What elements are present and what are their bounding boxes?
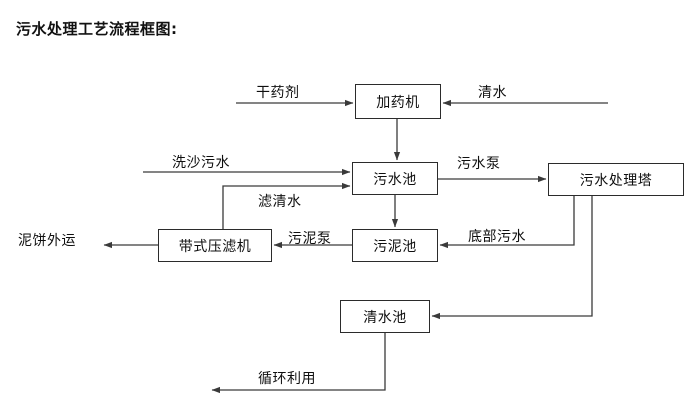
node-label-dosing-machine: 加药机 bbox=[376, 94, 420, 111]
terminal-label-mud-cake-out: 泥饼外运 bbox=[18, 233, 76, 249]
node-belt-press[interactable]: 带式压滤机 bbox=[158, 229, 272, 262]
edge-label-bottom-sewage: 底部污水 bbox=[468, 229, 526, 245]
node-sludge-pool[interactable]: 污泥池 bbox=[352, 229, 438, 262]
edge-label-sludge-pump: 污泥泵 bbox=[288, 231, 332, 247]
edge-label-dry-chemical: 干药剂 bbox=[256, 85, 300, 101]
edge-label-recycle-reuse: 循环利用 bbox=[258, 371, 316, 387]
edge-label-clean-water: 清水 bbox=[478, 85, 507, 101]
page-title: 污水处理工艺流程框图: bbox=[16, 20, 178, 38]
node-label-clear-water-pool: 清水池 bbox=[363, 309, 407, 326]
edge-tower-to-sludge-pool bbox=[439, 196, 575, 249]
edge-tower-to-clearwater-pool bbox=[431, 196, 593, 320]
edge-label-filtered-water: 滤清水 bbox=[258, 194, 302, 210]
edge-beltpress-to-sewage-pool bbox=[222, 182, 351, 229]
node-clear-water-pool[interactable]: 清水池 bbox=[340, 300, 430, 333]
node-label-treatment-tower: 污水处理塔 bbox=[579, 172, 653, 189]
edge-label-sand-wash-sewage: 洗沙污水 bbox=[172, 155, 230, 171]
edge-label-sewage-pump: 污水泵 bbox=[457, 156, 501, 172]
node-label-sewage-pool: 污水池 bbox=[373, 171, 417, 188]
edge-clearwater-to-recycle bbox=[211, 333, 386, 394]
node-label-belt-press: 带式压滤机 bbox=[178, 238, 252, 255]
node-sewage-pool[interactable]: 污水池 bbox=[352, 162, 438, 195]
node-treatment-tower[interactable]: 污水处理塔 bbox=[548, 163, 684, 196]
node-dosing-machine[interactable]: 加药机 bbox=[355, 84, 441, 119]
node-label-sludge-pool: 污泥池 bbox=[373, 238, 417, 255]
